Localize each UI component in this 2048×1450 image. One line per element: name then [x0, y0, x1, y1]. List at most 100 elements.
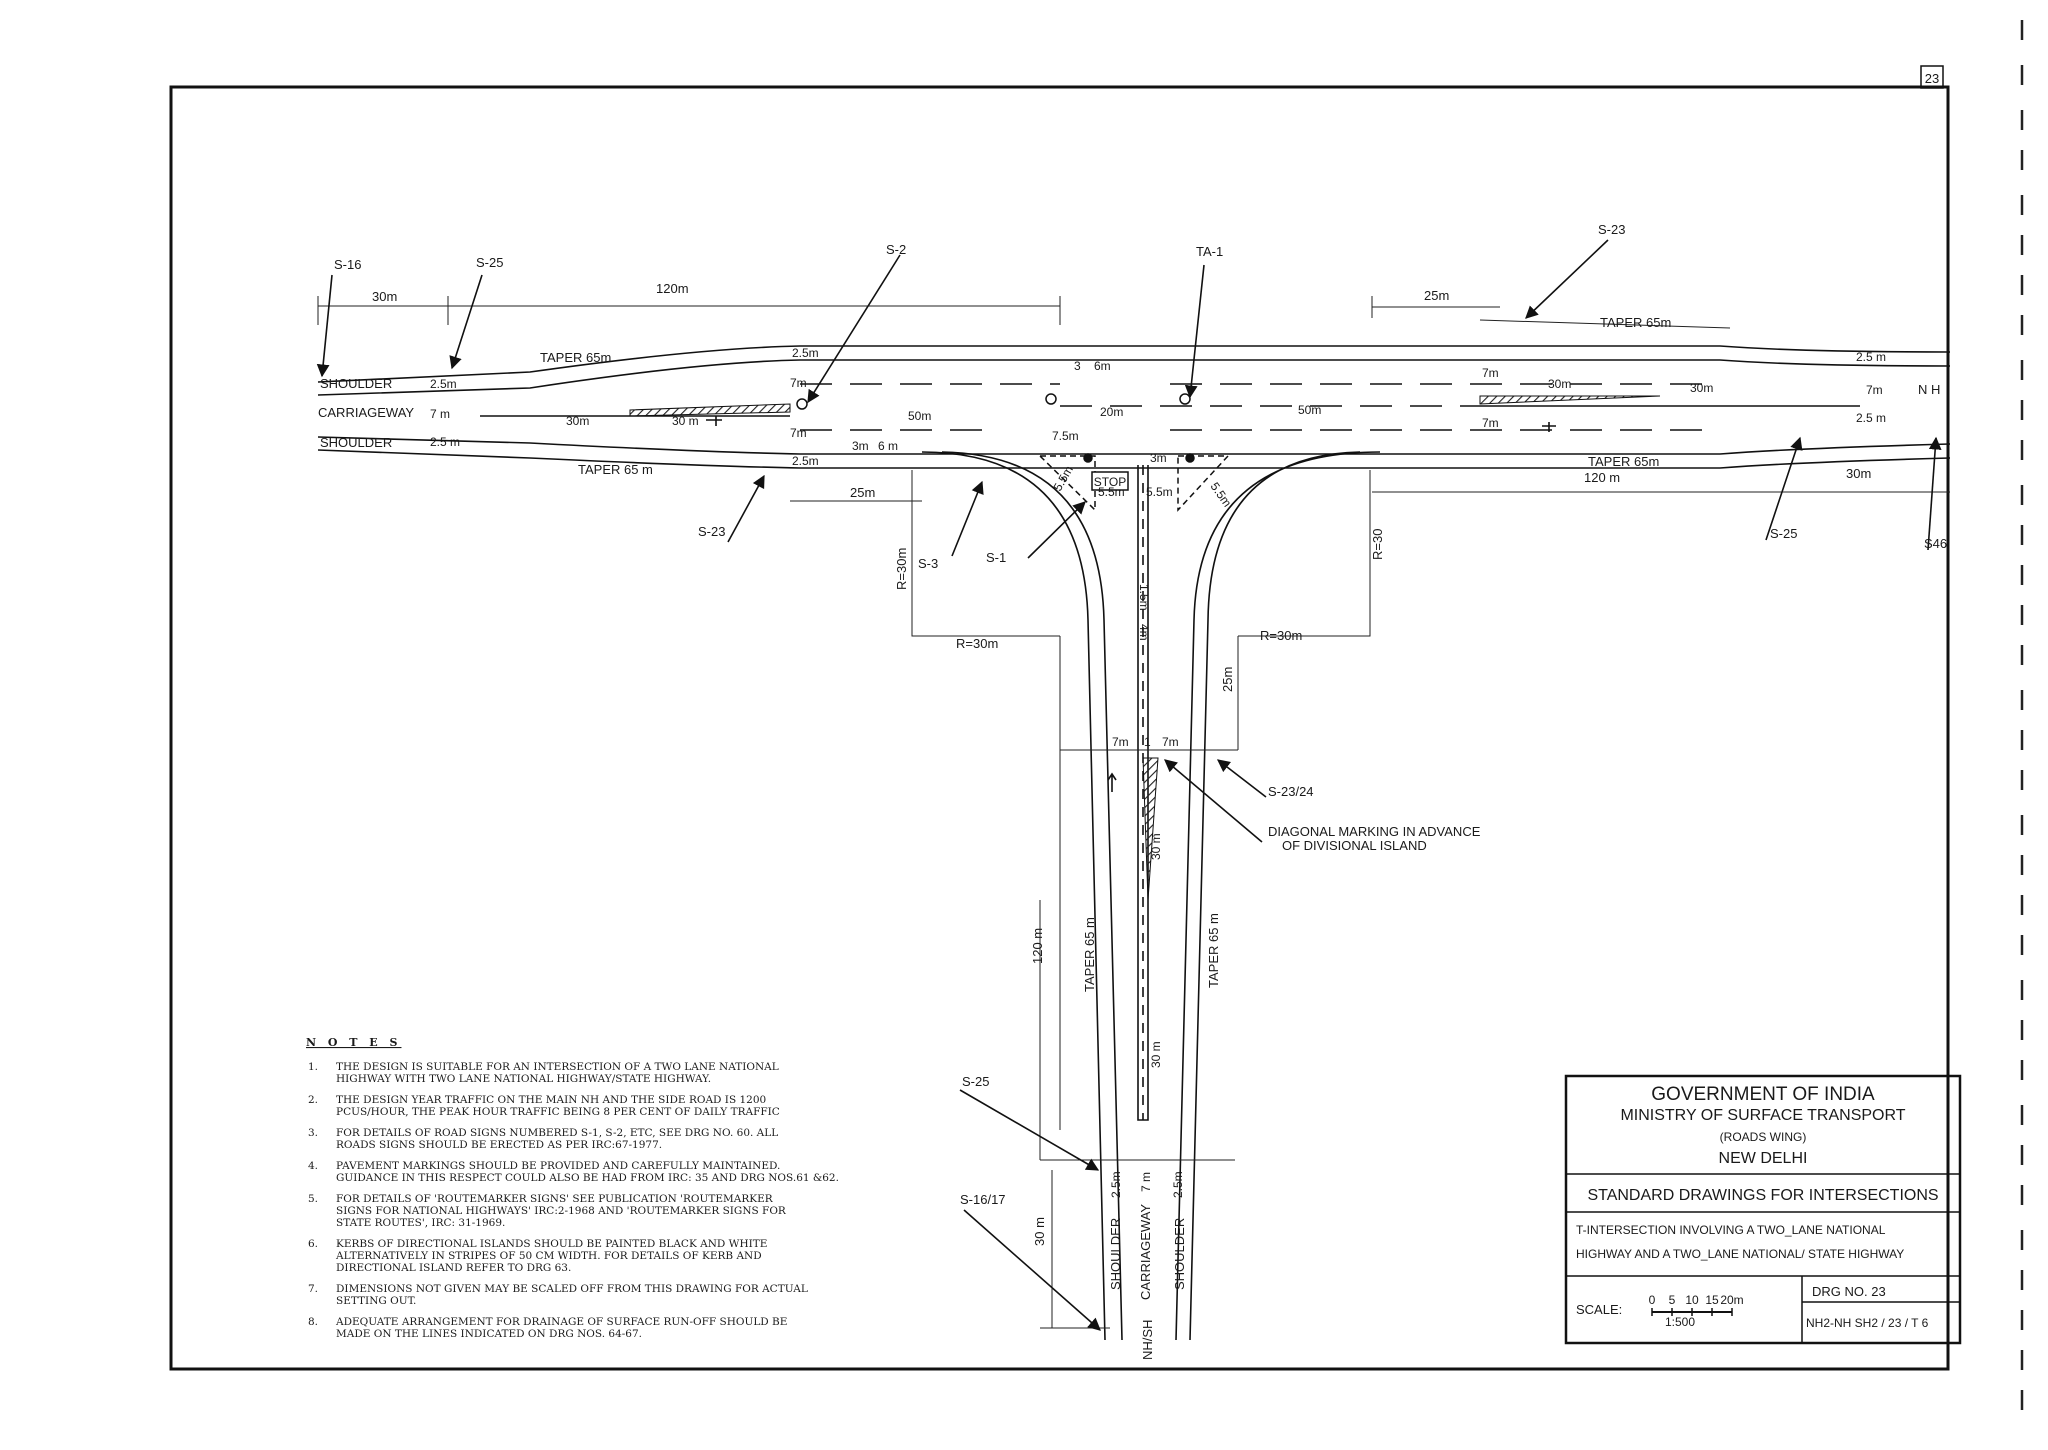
dim-2-5-left: 2.5m: [430, 377, 457, 391]
tb-drg-code: NH2-NH SH2 / 23 / T 6: [1806, 1316, 1929, 1330]
dim-7m-r3: 7m: [1866, 383, 1883, 397]
dim-3m-bot: 3m: [852, 439, 869, 453]
dim-30m-r2: 30m: [1690, 381, 1713, 395]
dim-5-5-4: 5.5m: [1208, 480, 1235, 510]
dim-7m-r2: 7m: [1482, 416, 1499, 430]
scale-tick-label: 0: [1649, 1293, 1656, 1307]
side-road-left-outer: [921, 451, 1106, 1341]
dim-2-5m-s2: 2.5m: [1171, 1171, 1185, 1198]
dim-2-5-a: 2.5m: [792, 346, 819, 360]
dim-50m-l: 50m: [908, 409, 931, 423]
dimension-lines: [317, 296, 1950, 1328]
note-line: ALTERNATIVELY IN STRIPES OF 50 CM WIDTH.…: [335, 1250, 762, 1262]
sign-s23-24: S-23/24: [1268, 784, 1314, 799]
dim-1: 1: [1144, 735, 1151, 749]
dim-2-5-left-b: 2.5 m: [430, 435, 460, 449]
dim-r30-b: R=30: [1370, 529, 1385, 560]
sheet-number-box: [1920, 65, 1944, 89]
side-road-left-inner: [941, 451, 1123, 1341]
title-block: [1564, 1074, 1962, 1345]
label-nh: N H: [1918, 382, 1940, 397]
tb-desc1: T-INTERSECTION INVOLVING A TWO_LANE NATI…: [1576, 1223, 1886, 1237]
dim-r30-c: R=30m: [956, 636, 998, 651]
note-line: HIGHWAY WITH TWO LANE NATIONAL HIGHWAY/S…: [336, 1073, 711, 1085]
note-number: 6.: [308, 1238, 318, 1250]
note-line: ADEQUATE ARRANGEMENT FOR DRAINAGE OF SUR…: [335, 1316, 787, 1328]
note-line: DIMENSIONS NOT GIVEN MAY BE SCALED OFF F…: [336, 1283, 808, 1295]
carriageway-edge-bottom: [317, 436, 1951, 455]
dim-6m-top: 6m: [1094, 359, 1111, 373]
sign-s1: S-1: [986, 550, 1006, 565]
dim-r30-a: R=30m: [894, 548, 909, 590]
tb-scale-ratio: 1:500: [1665, 1315, 1695, 1329]
notes-heading: N O T E S: [306, 1036, 401, 1049]
dim-4m: 4m: [1137, 624, 1151, 641]
main-road-outer-edge-bottom: [317, 449, 1951, 469]
label-shoulder-bottom: SHOULDER: [320, 435, 392, 450]
tb-org1: GOVERNMENT OF INDIA: [1651, 1084, 1875, 1105]
tb-org4: NEW DELHI: [1719, 1150, 1808, 1167]
dim-taper-top-left: TAPER 65m: [540, 350, 611, 365]
dim-30m-s: 30 m: [1149, 833, 1163, 860]
construction-lines: [911, 470, 1371, 1329]
note-number: 2.: [308, 1094, 318, 1106]
tb-desc2: HIGHWAY AND A TWO_LANE NATIONAL/ STATE H…: [1576, 1247, 1904, 1261]
dim-5-5-2: 5.5m: [1098, 485, 1125, 499]
sign-s16-left: S-16: [334, 257, 361, 272]
side-road-right-outer: [1175, 451, 1381, 1341]
annotation-line1: DIAGONAL MARKING IN ADVANCE: [1268, 824, 1481, 839]
main-road: [317, 345, 1951, 469]
note-number: 7.: [308, 1283, 318, 1295]
tb-org3: (ROADS WING): [1720, 1130, 1807, 1144]
dim-2-5-r2: 2.5 m: [1856, 411, 1886, 425]
note-line: THE DESIGN YEAR TRAFFIC ON THE MAIN NH A…: [336, 1094, 766, 1106]
dim-120m-left: 120m: [656, 281, 689, 296]
sign-s46-right: S46: [1924, 536, 1947, 551]
stop-sign: STOP: [1094, 475, 1126, 489]
sign-s25-bottom: S-25: [962, 1074, 989, 1089]
dim-taper-top-right: TAPER 65m: [1600, 315, 1671, 330]
note-line: SIGNS FOR NATIONAL HIGHWAYS' IRC:2-1968 …: [336, 1205, 787, 1217]
note-line: ROADS SIGNS SHOULD BE ERECTED AS PER IRC…: [336, 1139, 662, 1151]
label-side-carriageway: CARRIAGEWAY: [1138, 1204, 1153, 1300]
dim-30m-s3: 30 m: [1032, 1217, 1047, 1246]
main-road-outer-edge-top: [317, 345, 1951, 383]
dim-25m-left-b: 25m: [850, 485, 875, 500]
taper-s2: TAPER 65 m: [1206, 913, 1221, 988]
dim-3m-c: 3m: [1150, 451, 1167, 465]
hatch-right: [1479, 395, 1661, 405]
side-road: [921, 451, 1381, 1341]
label-side-shoulder-left: SHOULDER: [1108, 1218, 1123, 1290]
sign-s25-right: S-25: [1770, 526, 1797, 541]
note-line: THE DESIGN IS SUITABLE FOR AN INTERSECTI…: [336, 1061, 779, 1073]
scale-tick-label: 20m: [1720, 1293, 1743, 1307]
note-line: KERBS OF DIRECTIONAL ISLANDS SHOULD BE P…: [336, 1238, 767, 1250]
dim-20m: 20m: [1100, 405, 1123, 419]
sheet-number: 23: [1925, 71, 1939, 86]
dim-30m-left: 30m: [372, 289, 397, 304]
note-line: GUIDANCE IN THIS RESPECT COULD ALSO BE H…: [336, 1172, 839, 1184]
dim-1-5m: 1.5m: [1137, 584, 1151, 611]
note-number: 3.: [308, 1127, 318, 1139]
dim-120m-s: 120 m: [1030, 928, 1045, 964]
sign-s23-left: S-23: [698, 524, 725, 539]
label-carriageway: CARRIAGEWAY: [318, 405, 414, 420]
dim-r30-d: R=30m: [1260, 628, 1302, 643]
note-number: 4.: [308, 1160, 318, 1172]
note-number: 1.: [308, 1061, 318, 1073]
note-line: SETTING OUT.: [336, 1295, 416, 1307]
lane-arrows: [706, 416, 1556, 792]
sign-markers: [796, 393, 1191, 491]
dim-25m-top-right: 25m: [1424, 288, 1449, 303]
note-number: 8.: [308, 1316, 318, 1328]
scale-tick-label: 5: [1669, 1293, 1676, 1307]
annotation-line2: OF DIVISIONAL ISLAND: [1282, 838, 1427, 853]
label-shoulder-top: SHOULDER: [320, 376, 392, 391]
carriageway-edge-top: [317, 359, 1951, 396]
sign-s23-right: S-23: [1598, 222, 1625, 237]
tb-org2: MINISTRY OF SURFACE TRANSPORT: [1620, 1107, 1905, 1124]
taper-s1: TAPER 65 m: [1082, 917, 1097, 992]
dim-3m-top: 3: [1074, 359, 1081, 373]
